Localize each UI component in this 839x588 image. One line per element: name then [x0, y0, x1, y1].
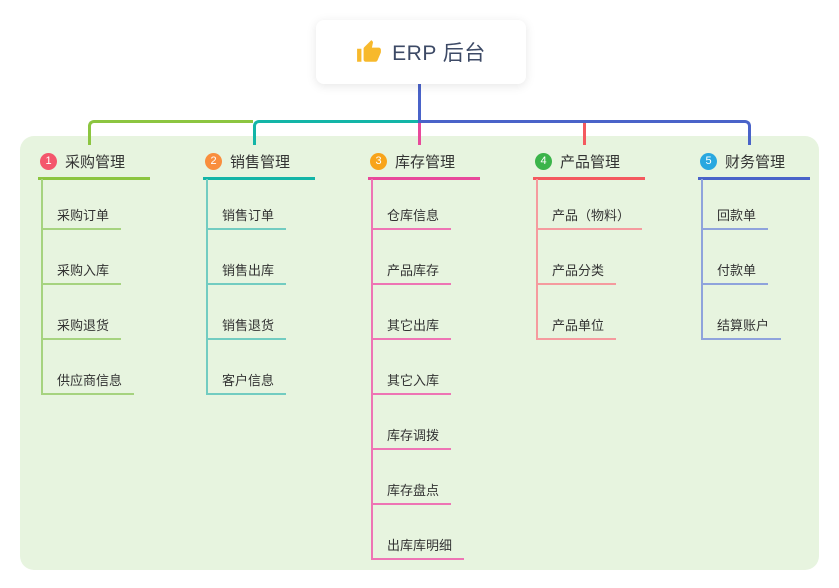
branch-title: 采购管理 [65, 154, 126, 171]
branch-header[interactable]: 1 采购管理 [38, 151, 150, 180]
child-node[interactable]: 出库库明细 [371, 536, 465, 560]
branch-column: 2 销售管理 销售订单销售出库销售退货客户信息 [203, 0, 368, 588]
branch-vertical-line [536, 179, 538, 340]
branch-column: 4 产品管理 产品（物料） 产品分类产品单位 [533, 0, 698, 588]
branch-vertical-line [206, 179, 208, 395]
branch-title: 库存管理 [395, 154, 456, 171]
branch-title: 产品管理 [560, 154, 621, 171]
child-node[interactable]: 销售订单 [206, 206, 287, 230]
branch-connector-line [418, 120, 421, 145]
branch-children: 仓库信息产品库存其它出库其它入库库存调拨库存盘点出库库明细 [371, 206, 465, 560]
branch-connector-line [583, 120, 586, 145]
branch-number-badge: 1 [40, 153, 57, 170]
branch-title: 销售管理 [230, 154, 291, 171]
child-node[interactable]: 产品单位 [536, 316, 617, 340]
child-node[interactable]: 销售出库 [206, 261, 287, 285]
branch-header[interactable]: 2 销售管理 [203, 151, 315, 180]
child-node[interactable]: 付款单 [701, 261, 769, 285]
branch-header[interactable]: 3 库存管理 [368, 151, 480, 180]
branch-children: 采购订单采购入库采购退货供应商信息 [41, 206, 135, 395]
branch-column: 1 采购管理 采购订单采购入库采购退货供应商信息 [38, 0, 203, 588]
child-node[interactable]: 产品分类 [536, 261, 617, 285]
child-node[interactable]: 采购入库 [41, 261, 122, 285]
branch-column: 3 库存管理 仓库信息产品库存其它出库其它入库库存调拨库存盘点出库库明细 [368, 0, 533, 588]
branch-connector-line [88, 120, 253, 145]
branch-connector-line [253, 120, 418, 145]
thumbs-up-icon [356, 39, 382, 65]
branch-vertical-line [371, 179, 373, 560]
branch-number-badge: 2 [205, 153, 222, 170]
branch-vertical-line [701, 179, 703, 340]
root-node[interactable]: ERP 后台 [316, 20, 526, 84]
branch-number-badge: 5 [700, 153, 717, 170]
child-node[interactable]: 结算账户 [701, 316, 782, 340]
child-node[interactable]: 其它出库 [371, 316, 452, 340]
child-node[interactable]: 销售退货 [206, 316, 287, 340]
branch-number-badge: 3 [370, 153, 387, 170]
branch-number-badge: 4 [535, 153, 552, 170]
child-node[interactable]: 供应商信息 [41, 371, 135, 395]
child-node[interactable]: 产品库存 [371, 261, 452, 285]
branch-children: 回款单付款单结算账户 [701, 206, 782, 340]
child-node[interactable]: 产品（物料） [536, 206, 643, 230]
root-connector-line [418, 84, 421, 123]
branch-children: 产品（物料） 产品分类产品单位 [536, 206, 643, 340]
branch-title: 财务管理 [725, 154, 786, 171]
child-node[interactable]: 回款单 [701, 206, 769, 230]
branch-column: 5 财务管理 回款单付款单结算账户 [698, 0, 839, 588]
child-node[interactable]: 库存盘点 [371, 481, 452, 505]
branch-connector-line [418, 120, 751, 145]
child-node[interactable]: 库存调拨 [371, 426, 452, 450]
child-node[interactable]: 客户信息 [206, 371, 287, 395]
branch-header[interactable]: 5 财务管理 [698, 151, 810, 180]
branch-children: 销售订单销售出库销售退货客户信息 [206, 206, 287, 395]
child-node[interactable]: 其它入库 [371, 371, 452, 395]
branch-vertical-line [41, 179, 43, 395]
child-node[interactable]: 采购订单 [41, 206, 122, 230]
branch-header[interactable]: 4 产品管理 [533, 151, 645, 180]
child-node[interactable]: 采购退货 [41, 316, 122, 340]
child-node[interactable]: 仓库信息 [371, 206, 452, 230]
root-title: ERP 后台 [392, 42, 486, 65]
branches-panel [20, 136, 819, 570]
